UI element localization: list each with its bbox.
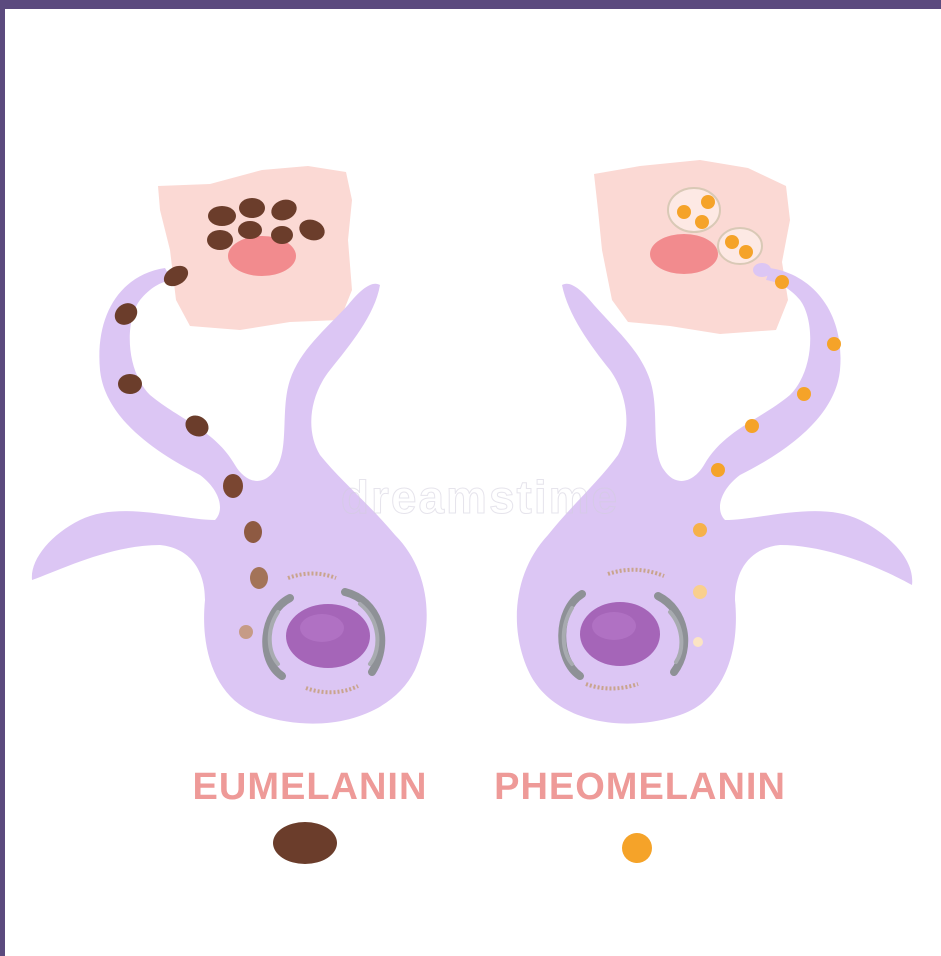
eumelanin-granule — [118, 374, 142, 394]
pheomelanin-cell-group — [517, 160, 912, 724]
pheomelanin-granule — [693, 523, 707, 537]
pheomelanin-granule — [701, 195, 715, 209]
dendrite-tip — [753, 263, 771, 277]
eumelanin-granule — [207, 230, 233, 250]
pheomelanin-granule — [693, 585, 707, 599]
pheomelanin-granule — [745, 419, 759, 433]
eumelanin-granule — [223, 474, 243, 498]
eumelanin-granule-icon — [273, 822, 337, 864]
right-keratinocyte-nucleus — [650, 234, 718, 274]
watermark: dreamstime — [290, 470, 670, 524]
pheomelanosome-vesicle — [668, 188, 720, 232]
pheomelanin-granule — [677, 205, 691, 219]
pheomelanin-granule — [725, 235, 739, 249]
eumelanin-granule — [271, 226, 293, 244]
left-nucleus-highlight — [300, 614, 344, 642]
eumelanin-granule — [239, 198, 265, 218]
pheomelanin-granule — [693, 637, 703, 647]
pheomelanin-granule — [775, 275, 789, 289]
pheomelanin-label: PHEOMELANIN — [480, 762, 800, 812]
pheomelanin-granule — [711, 463, 725, 477]
eumelanin-label: EUMELANIN — [180, 762, 440, 812]
pheomelanin-granule — [695, 215, 709, 229]
pheomelanosome-vesicle — [718, 228, 762, 264]
eumelanin-cell-group — [32, 166, 427, 724]
right-nucleus-highlight — [592, 612, 636, 640]
pheomelanin-granule-icon — [622, 833, 652, 863]
eumelanin-granule — [208, 206, 236, 226]
eumelanin-granule — [239, 625, 253, 639]
pheomelanin-granule — [739, 245, 753, 259]
eumelanin-granule — [244, 521, 262, 543]
pheomelanin-granule — [797, 387, 811, 401]
eumelanin-granule — [250, 567, 268, 589]
pheomelanin-granule — [827, 337, 841, 351]
eumelanin-granule — [238, 221, 262, 239]
